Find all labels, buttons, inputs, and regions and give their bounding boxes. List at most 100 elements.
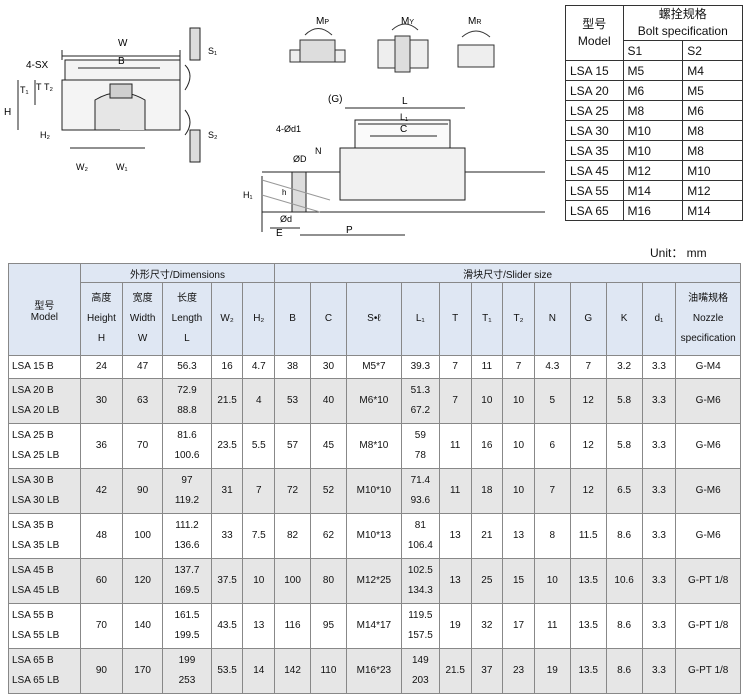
cell-d1: 3.3 — [641, 558, 677, 604]
cell-b: 53 — [274, 378, 312, 424]
cell-s: M14*17 — [345, 603, 402, 649]
col-g: G — [569, 282, 607, 356]
cell-nozzle: G-PT 1/8 — [675, 603, 741, 649]
bolt-cell-s2: M12 — [682, 180, 743, 201]
cell-w: 70 — [122, 423, 164, 469]
cell-l-line: 88.8 — [177, 405, 197, 416]
cell-h: 60 — [79, 558, 124, 604]
cell-t2: 7 — [502, 355, 535, 379]
col-nozzle-en2: specification — [680, 333, 736, 344]
cell-t1: 21 — [470, 513, 504, 559]
cell-h: 70 — [79, 603, 124, 649]
cell-c: 110 — [310, 648, 347, 694]
cell-n: 4.3 — [533, 355, 571, 379]
cell-w: 100 — [122, 513, 164, 559]
cell-t1: 16 — [470, 423, 504, 469]
cell-g: 13.5 — [569, 648, 607, 694]
bolt-cell-s1: M5 — [622, 60, 684, 81]
cell-k: 5.8 — [605, 423, 643, 469]
col-width-sym: W — [137, 333, 148, 344]
label-h: H — [4, 107, 11, 118]
cell-s: M8*10 — [345, 423, 402, 469]
col-height-sym: H — [97, 333, 106, 344]
bolt-cell-model: LSA 45 — [565, 160, 624, 181]
cell-d1: 3.3 — [641, 355, 677, 379]
cell-k: 6.5 — [605, 468, 643, 514]
cell-c: 52 — [310, 468, 347, 514]
bolt-cell-model: LSA 20 — [565, 80, 624, 101]
cell-h: 30 — [79, 378, 124, 424]
cell-l1-line: 81 — [414, 520, 426, 531]
cell-l1-line: 157.5 — [407, 630, 433, 641]
cell-t: 13 — [438, 513, 472, 559]
cell-l-line: 72.9 — [177, 385, 197, 396]
cell-w2: 37.5 — [210, 558, 244, 604]
cell-l-line: 119.2 — [174, 495, 200, 506]
cell-model: LSA 20 B LSA 20 LB — [8, 378, 81, 424]
cell-nozzle: G-M6 — [675, 423, 741, 469]
cell-d1: 3.3 — [641, 468, 677, 514]
cell-model-line: LSA 20 LB — [12, 405, 60, 416]
label-t: T — [36, 82, 42, 92]
label-mr: MR — [468, 16, 481, 27]
cell-t1: 32 — [470, 603, 504, 649]
bolt-cell-s1: M14 — [622, 180, 684, 201]
label-h2: H₂ — [40, 130, 50, 140]
cell-w: 63 — [122, 378, 164, 424]
label-s2: S₂ — [208, 130, 218, 140]
cell-d1: 3.3 — [641, 378, 677, 424]
cell-model-line: LSA 65 LB — [12, 675, 60, 686]
bolt-model-en: Model — [577, 34, 611, 48]
cell-w2: 31 — [210, 468, 244, 514]
cell-t2: 10 — [502, 423, 535, 469]
col-nozzle-cn: 油嘴规格 — [688, 293, 729, 304]
cell-c: 30 — [310, 355, 347, 379]
label-4sx: 4-SX — [26, 60, 49, 71]
bolt-spec-header: 螺拴规格 Bolt specification — [622, 5, 744, 41]
col-height: 高度 Height H — [79, 282, 124, 356]
cell-k: 5.8 — [605, 378, 643, 424]
cell-n: 11 — [533, 603, 571, 649]
cell-d1: 3.3 — [641, 423, 677, 469]
cell-l-line: 137.7 — [174, 565, 200, 576]
col-l1: L₁ — [400, 282, 440, 356]
cell-model-line: LSA 55 LB — [12, 630, 60, 641]
cell-model-line: LSA 20 B — [12, 385, 54, 396]
bolt-col-s1: S1 — [622, 40, 684, 61]
cell-t1: 10 — [470, 378, 504, 424]
cell-nozzle: G-M6 — [675, 513, 741, 559]
cell-w2: 33 — [210, 513, 244, 559]
cell-t1: 25 — [470, 558, 504, 604]
cell-nozzle: G-M4 — [675, 355, 741, 379]
cell-h2: 4.7 — [242, 355, 276, 379]
cell-n: 19 — [533, 648, 571, 694]
cell-g: 11.5 — [569, 513, 607, 559]
bolt-cell-model: LSA 35 — [565, 140, 624, 161]
label-h1: H₁ — [243, 190, 253, 200]
bolt-cell-s1: M16 — [622, 200, 684, 221]
label-g: (G) — [328, 94, 342, 105]
cell-nozzle: G-PT 1/8 — [675, 648, 741, 694]
col-n: N — [533, 282, 571, 356]
cell-c: 40 — [310, 378, 347, 424]
cross-section-view — [17, 27, 201, 163]
